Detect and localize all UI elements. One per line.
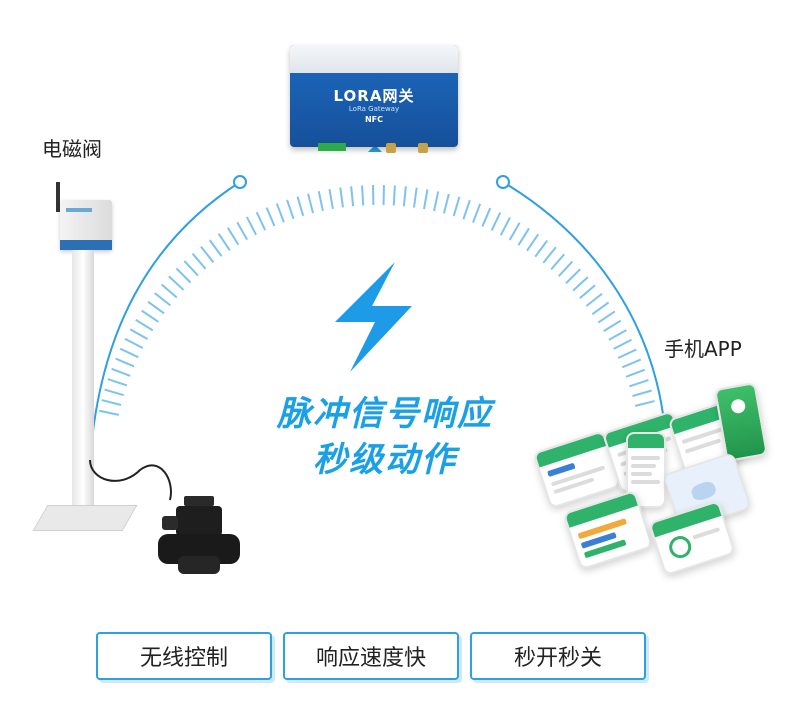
arc-tick	[255, 211, 267, 231]
arc-tick	[183, 260, 199, 277]
arc-outline-line-right	[502, 181, 666, 431]
arc-tick	[412, 187, 418, 208]
pole	[72, 250, 94, 515]
arc-tick	[629, 379, 649, 388]
feature-instant-switch: 秒开秒关	[470, 632, 646, 680]
arc-tick	[245, 216, 257, 236]
arc-tick	[621, 358, 642, 369]
arc-tick	[526, 233, 540, 252]
arc-tick	[603, 319, 622, 332]
arc-tick	[433, 191, 440, 212]
arc-outline-line	[89, 181, 241, 461]
arc-tick	[617, 348, 637, 359]
antenna-icon	[56, 182, 60, 212]
valve-cable	[89, 459, 172, 501]
arc-tick	[111, 367, 131, 377]
arc-tick	[423, 189, 429, 210]
arc-tick	[350, 186, 355, 207]
feature-fast-response: 响应速度快	[283, 632, 459, 680]
arc-tick	[508, 222, 521, 241]
arc-tick	[147, 300, 165, 315]
arc-tick	[307, 193, 314, 214]
arc-tick	[135, 318, 154, 332]
arc-tick	[625, 368, 646, 378]
arc-tick	[585, 292, 603, 307]
arc-tick	[175, 267, 192, 284]
gateway-terminal	[318, 143, 346, 151]
gateway-subtitle: LoRa Gateway	[348, 105, 400, 113]
gateway-pointer	[368, 145, 382, 152]
arc-tick	[191, 252, 207, 270]
arc-tick	[226, 227, 240, 246]
antenna-port-icon	[418, 143, 428, 153]
arc-tick	[392, 185, 396, 206]
phone-app-label: 手机APP	[664, 337, 742, 361]
arc-tick	[141, 309, 159, 323]
arc-tick	[265, 207, 276, 227]
arc-tick	[200, 246, 215, 263]
arc-tick	[613, 338, 632, 350]
controller-box	[60, 200, 112, 250]
arc-tick	[317, 191, 324, 211]
headline-line1: 脉冲信号响应	[277, 394, 493, 434]
arc-tick	[107, 378, 128, 387]
arc-tick	[481, 207, 492, 227]
feature-wireless-control: 无线控制	[96, 632, 272, 680]
arc-tick	[452, 196, 461, 217]
arc-node-left	[233, 175, 247, 189]
gateway-title: LORA网关	[333, 87, 415, 105]
arc-tick	[597, 310, 616, 324]
arc-tick	[115, 357, 135, 368]
arc-tick	[296, 196, 305, 217]
arc-tick	[591, 301, 610, 316]
arc-tick	[339, 187, 344, 208]
arc-tick	[99, 409, 119, 416]
arc-tick	[361, 185, 365, 206]
valve-label: 电磁阀	[42, 137, 102, 161]
arc-tick	[101, 399, 122, 406]
arc-tick	[634, 400, 655, 407]
arc-tick	[579, 284, 596, 300]
arc-tick	[217, 233, 231, 251]
arc-node-right	[496, 175, 510, 189]
arc-tick	[119, 347, 139, 359]
arc-tick	[572, 276, 589, 292]
headline-line2: 秒级动作	[313, 440, 457, 480]
arc-tick	[550, 253, 565, 271]
gateway-nfc-label: NFC	[364, 115, 384, 124]
arc-tick	[129, 328, 149, 340]
arc-tick	[208, 239, 223, 257]
solenoid-valve-icon	[158, 496, 240, 576]
arc-tick	[328, 188, 334, 210]
arc-tick	[557, 260, 574, 277]
arc-tick	[490, 212, 502, 232]
arc-tick	[632, 389, 652, 398]
arc-tick	[286, 199, 295, 220]
arc-tick	[160, 283, 178, 299]
arc-tick	[442, 193, 450, 214]
arc-tick	[608, 329, 627, 341]
arc-tick	[402, 186, 407, 207]
arc-tick	[236, 221, 248, 241]
arc-ticks	[99, 185, 655, 416]
arc-tick	[542, 246, 557, 264]
antenna-port-icon	[386, 143, 396, 153]
gateway-top-panel	[290, 45, 458, 73]
arc-tick	[499, 216, 511, 236]
arc-tick	[534, 240, 548, 258]
arc-tick	[462, 199, 471, 220]
arc-tick	[517, 227, 530, 246]
arc-tick	[154, 292, 171, 307]
arc-tick	[104, 388, 125, 397]
arc-tick	[168, 275, 185, 291]
arc-tick	[472, 203, 482, 223]
lightning-icon	[335, 262, 412, 372]
arc-tick	[124, 337, 144, 349]
arc-tick	[275, 203, 285, 223]
arc-tick	[565, 268, 581, 284]
lora-gateway-device: LORA网关 LoRa Gateway NFC	[290, 45, 458, 153]
